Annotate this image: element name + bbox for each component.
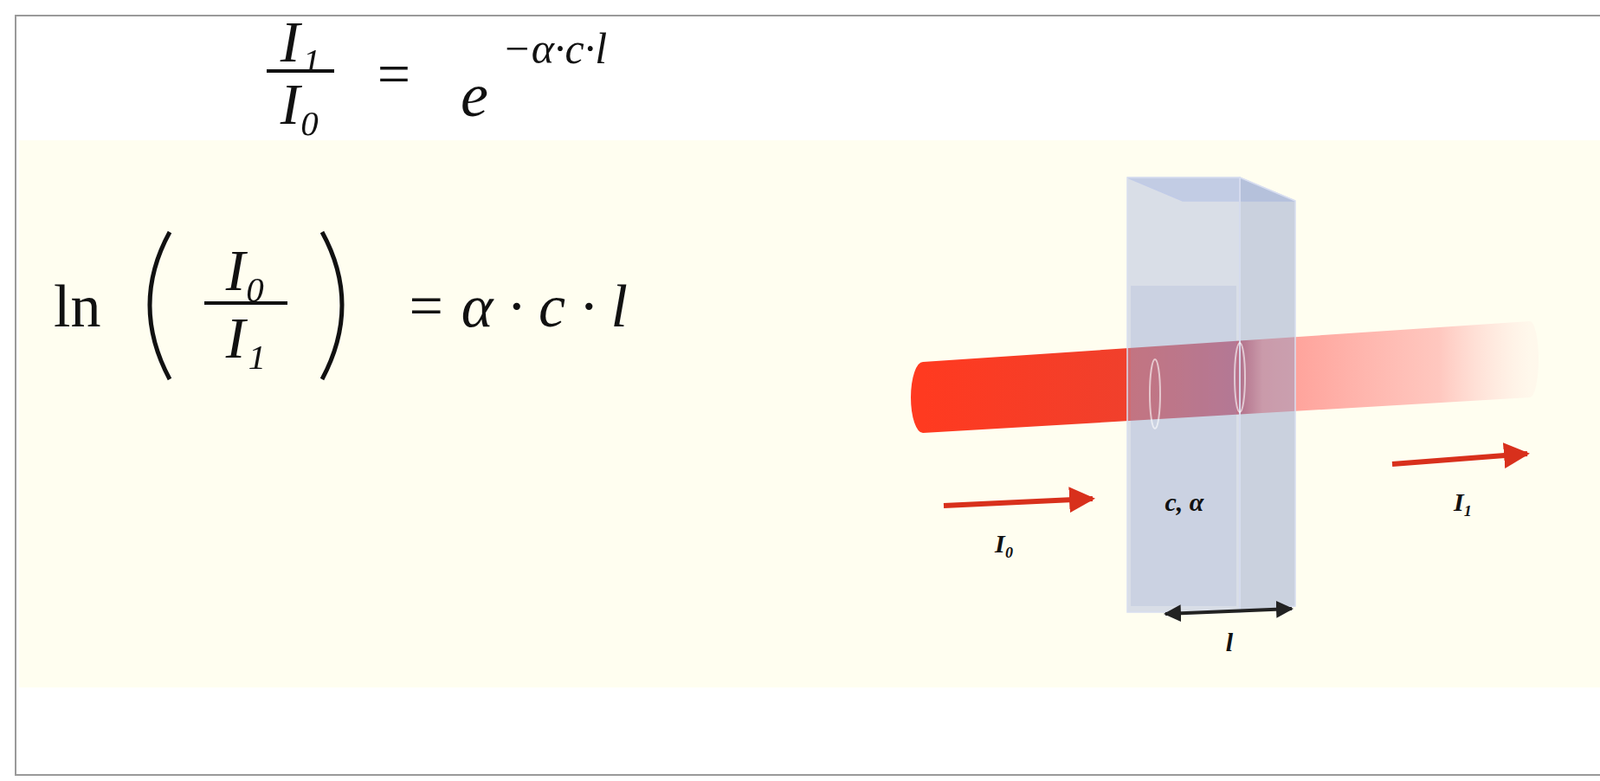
intensity-label: I₀ [994,530,1014,557]
fraction-bar [204,301,288,305]
exponent: −α·c·l [502,26,607,71]
incident-arrow [943,498,1093,506]
path-length-arrow [1165,608,1292,614]
exponential-base: e [460,64,489,127]
numerator: I₁ [280,12,321,71]
denominator: I₀ [280,74,321,134]
parenthesis [149,232,170,380]
equation-rhs: = α · c · l [405,276,628,337]
cuvette [1127,177,1296,613]
sample-label: c, α [1165,489,1205,516]
log-function: ln [53,276,101,337]
path-length-label: l [1225,629,1233,656]
parenthesis [322,232,342,380]
denominator: I₁ [225,308,266,368]
numerator: I₀ [225,240,266,300]
frame [15,15,1600,775]
transmitted-arrow [1392,453,1528,465]
equals-sign: = [377,44,411,104]
intensity-label: I₁ [1453,489,1473,516]
cream-band [19,140,1600,688]
